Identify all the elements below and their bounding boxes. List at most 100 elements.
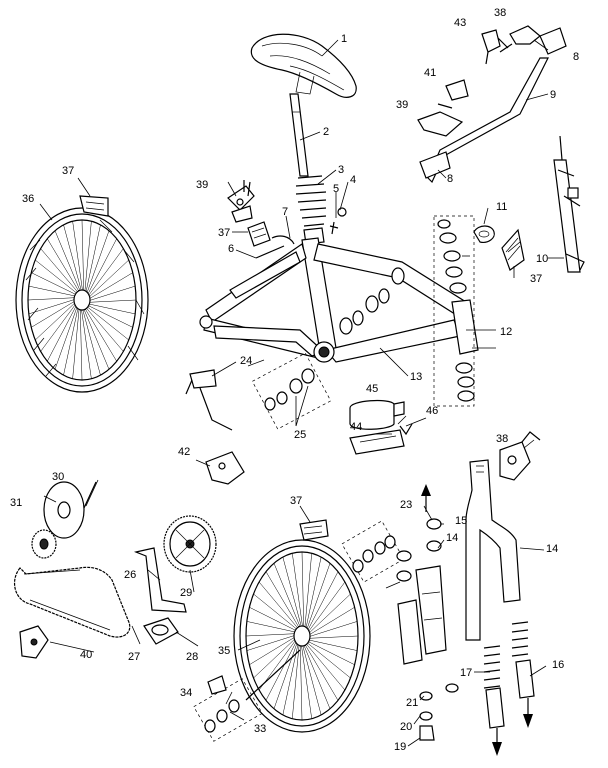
wheel-spoke [63, 306, 79, 376]
wheel-spoke [292, 553, 303, 629]
callout-25: 25 [294, 429, 306, 441]
part-front-hub-bearings [341, 520, 405, 583]
wheel-spoke [87, 303, 136, 315]
part-chain [13, 566, 131, 638]
part-frame [199, 237, 479, 363]
part-front-reflector-bracket [473, 225, 525, 271]
callout-37-brake: 37 [218, 227, 230, 239]
wheel-spoke [253, 637, 297, 679]
callout-36: 36 [22, 193, 34, 205]
wheel-spoke [304, 643, 339, 701]
wheel-spoke [72, 221, 83, 293]
callout-26: 26 [124, 569, 136, 581]
part-rear-brake-lever [417, 79, 469, 137]
part-water-bottle [349, 399, 413, 455]
callout-13: 13 [410, 371, 422, 383]
callout-11: 11 [496, 201, 507, 213]
wheel-spoke [87, 248, 124, 298]
wheel-spoke [303, 643, 331, 709]
callout-42: 42 [178, 446, 190, 458]
part-sprocket-disk [43, 481, 97, 539]
callout-1: 1 [341, 33, 347, 45]
callout-43: 43 [454, 17, 466, 29]
part-front-wheel-reflector [299, 519, 329, 541]
part-front-fork-bracket [553, 135, 585, 273]
wheel-spoke [258, 581, 299, 630]
part-seat [250, 33, 357, 98]
part-small-gear [31, 529, 57, 559]
part-handlebar [419, 27, 567, 184]
wheel-spoke [31, 300, 77, 328]
wheel-spoke [301, 643, 312, 719]
part-seat-bolt [329, 207, 347, 235]
callout-21: 21 [406, 697, 418, 709]
part-chainring [163, 515, 217, 573]
wheel-spoke [265, 571, 300, 629]
part-bottom-bracket-bearings [339, 267, 405, 335]
wheel-spoke [28, 285, 77, 297]
wheel-spoke [82, 307, 101, 376]
callout-2: 2 [323, 126, 329, 138]
part-pedal-28 [143, 617, 179, 645]
callout-12: 12 [500, 326, 512, 338]
wheel-spoke [307, 593, 351, 635]
wheel-spoke [265, 640, 298, 701]
leader-lines [39, 39, 564, 747]
callout-24: 24 [240, 355, 252, 367]
part-front-brake-caliper [499, 431, 541, 481]
part-kickstand [185, 369, 233, 431]
callout-35: 35 [218, 645, 230, 657]
wheel-spoke [87, 272, 133, 300]
wheel-spoke [307, 621, 358, 638]
callout-37-rear-wheel: 37 [62, 165, 74, 177]
wheel-spoke [307, 639, 358, 651]
wheel-spoke [273, 641, 298, 709]
callout-6: 6 [228, 243, 234, 255]
wheel-spoke [85, 305, 129, 341]
wheel-spoke [28, 298, 77, 315]
wheel-spoke [63, 224, 82, 293]
wheel-spoke [86, 238, 117, 296]
wheel-spoke [249, 607, 298, 632]
callout-7: 7 [282, 206, 288, 218]
wheel-spoke [35, 301, 77, 341]
callout-31: 31 [10, 497, 22, 509]
part-axle-nuts [193, 649, 301, 742]
wheel-spoke [306, 640, 355, 665]
part-cable-clamp [255, 235, 295, 259]
callout-30: 30 [52, 471, 64, 483]
callout-9: 9 [550, 89, 556, 101]
callout-39-front: 39 [396, 99, 408, 111]
wheel-spoke [84, 307, 117, 362]
callout-28: 28 [186, 651, 198, 663]
wheel-spoke [87, 299, 137, 303]
wheel-spoke [302, 643, 322, 715]
callout-10: 10 [536, 253, 548, 265]
callout-37-front-wheel: 37 [290, 495, 302, 507]
part-front-fork [465, 459, 521, 641]
part-seat-post [289, 93, 309, 177]
callout-45: 45 [366, 383, 378, 395]
wheel-spoke [84, 221, 92, 293]
part-derailleur-bracket [205, 451, 245, 485]
wheel-spoke [246, 634, 297, 651]
part-rear-wheel-reflector [79, 195, 109, 217]
wheel-spoke [40, 302, 77, 352]
callout-38-fork: 38 [496, 433, 508, 445]
wheel-spoke [273, 563, 301, 629]
wheel-spoke [249, 636, 297, 665]
wheel-spoke [54, 230, 81, 293]
callout-40: 40 [80, 649, 92, 661]
wheel-spoke [307, 581, 346, 634]
wheel-spoke [83, 307, 110, 370]
wheel-spoke [54, 305, 78, 370]
wheel-spoke [301, 551, 305, 629]
part-spring [295, 175, 327, 245]
part-pedal-40 [19, 625, 49, 659]
callout-4: 4 [350, 174, 356, 186]
callout-41: 41 [424, 67, 436, 79]
wheel-spoke [87, 285, 136, 302]
callout-3: 3 [338, 164, 344, 176]
part-upward-arrow [421, 484, 431, 512]
